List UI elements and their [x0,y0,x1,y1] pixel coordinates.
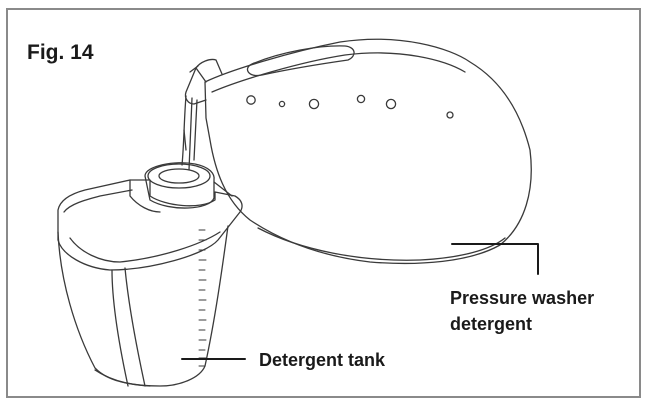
bottle-dimple [385,98,397,110]
detergent-label-line1: Pressure washer [450,288,595,308]
detergent-label-line2: detergent [450,314,533,334]
tank-scale [198,229,207,367]
bottle-spout [195,58,223,83]
pouring-stream [181,95,198,171]
detergent-tank [57,162,243,387]
tank-label: Detergent tank [259,350,386,370]
bottle-dimple [246,95,256,105]
bottle-dimple [308,98,320,110]
figure-title: Fig. 14 [27,41,94,64]
handle-opening [246,45,355,77]
bottle-dimple [278,100,286,108]
figure-frame [6,8,641,398]
bottle-dimple [446,111,454,119]
bottle-dimple [356,94,366,104]
detergent-bottle [184,38,532,265]
leader-line-detergent [451,243,539,275]
tank-cap [144,162,215,209]
detergent-label: Pressure washer detergent [450,285,594,337]
